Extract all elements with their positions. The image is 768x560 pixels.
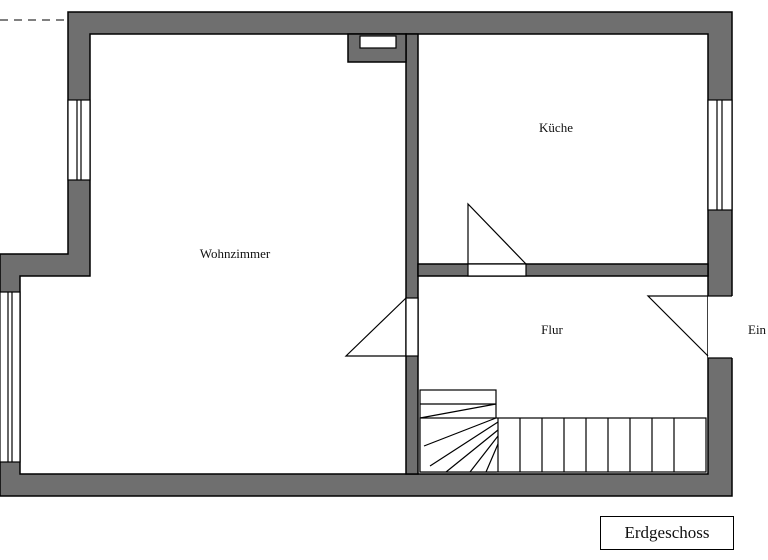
room-label-kitchen: Küche	[539, 120, 573, 135]
living-door-swing	[344, 297, 407, 357]
chimney-vent	[359, 35, 397, 49]
staircase	[419, 389, 707, 473]
kitchen-door-opening	[467, 263, 527, 277]
floor-label: Erdgeschoss	[600, 516, 734, 550]
window-left-lower	[0, 291, 21, 463]
window-kitchen-right	[707, 99, 733, 211]
entrance-door-swing	[646, 295, 709, 357]
interior-wall-vertical	[405, 33, 419, 475]
window-left-upper	[67, 99, 91, 181]
interior-wall-horizontal	[417, 263, 709, 277]
kitchen-door-swing	[467, 202, 527, 265]
outer-wall	[0, 11, 733, 497]
room-label-entrance: Ein	[748, 322, 767, 337]
room-label-hall: Flur	[541, 322, 563, 337]
living-door-opening	[405, 297, 419, 357]
entrance-opening	[708, 296, 734, 358]
room-label-living: Wohnzimmer	[200, 246, 271, 261]
